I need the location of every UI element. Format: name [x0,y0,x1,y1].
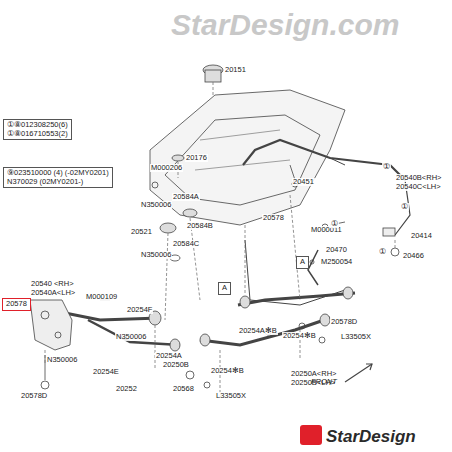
fastener-table: ⑨023510000 (4) (-02MY0201)N370029 (02MY0… [3,167,113,188]
brand-logo: StarDesign [325,428,417,445]
callout-number: 20540 <RH> [30,280,75,288]
node-text: ⑨023510000 (4) (-02MY0201) [7,169,109,178]
fastener-table: ①⑧012308250(6)①⑧016710553(2) [3,119,72,140]
callout-number: 20151 [224,66,247,74]
node-text: A [300,258,305,267]
callout-number: 20540A<LH> [30,289,76,297]
callout-number: L33505X [215,392,247,400]
callout-number: 20568 [172,385,195,393]
callout-number: 20254E [92,368,120,376]
callout-number: 20254✻B [282,332,317,340]
callout-number: 20176 [185,154,208,162]
node-text: 20578 [6,300,27,309]
callout-number: 20521 [130,228,153,236]
callout-number: 20414 [410,232,433,240]
callout-number: L33505X [340,333,372,341]
callout-number: ① [400,203,409,211]
callout-number: 20254F [126,306,153,314]
callout-number: 20252 [115,385,138,393]
callout-number: 20466 [402,252,425,260]
callout-number: ① [378,248,387,256]
callout-number: 20254✻B [210,367,245,375]
callout-number: 20540B<RH> [395,174,442,182]
node-text: ①⑧012308250(6) [7,121,68,130]
callout-number: ① [382,163,391,171]
callout-number: N350006 [46,356,78,364]
reference-marker: A [218,282,231,295]
callout-number: 20451 [292,178,315,186]
callout-number: 20578D [20,392,48,400]
node-text: ①⑧016710553(2) [7,130,68,139]
reference-marker: A [296,256,309,269]
node-text: A [222,284,227,293]
callout-number: M250054 [320,258,353,266]
callout-number: 20254A✻B [238,327,278,335]
callout-number: N350006 [140,251,172,259]
node-text: N370029 (02MY0201-) [7,178,109,187]
callout-number: ① [330,220,339,228]
highlighted-part-box: 20578 [2,298,31,311]
callout-number: 20254A [155,352,183,360]
callout-number: 20540C<LH> [395,183,442,191]
direction-label: FRONT [310,378,338,386]
callout-number: 20470 [325,246,348,254]
callout-number: 20584B [186,222,214,230]
callout-number: 20578 [262,214,285,222]
callout-number: N350006 [115,333,147,341]
callout-number: N350006 [140,201,172,209]
callout-number: 20584A [172,193,200,201]
callout-number: 20578D [330,318,358,326]
callout-number: 20250A<RH> [290,370,337,378]
callout-number: M000109 [85,293,118,301]
watermark: StarDesign.com [170,10,400,40]
callout-number: 20250B [162,361,190,369]
callout-number: 20584C [172,240,200,248]
callout-number: M000206 [150,164,183,172]
